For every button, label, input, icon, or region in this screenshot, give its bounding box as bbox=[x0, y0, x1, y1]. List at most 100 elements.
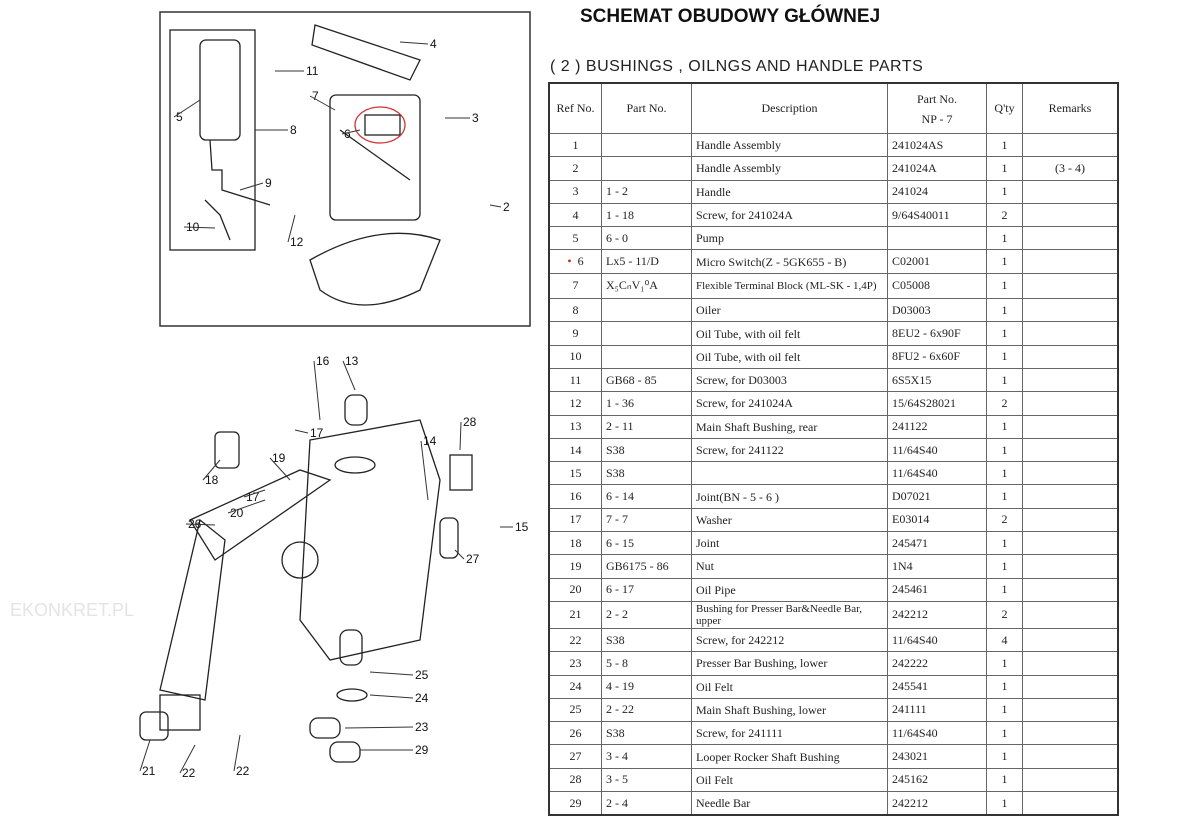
ref-no-text: 13 bbox=[569, 419, 582, 434]
description-text: Main Shaft Bushing, lower bbox=[696, 702, 826, 717]
cell-quantity: 1 bbox=[986, 721, 1023, 746]
cell-description: Screw, for 242212 bbox=[691, 627, 888, 653]
callout-label: 3 bbox=[472, 111, 479, 125]
part-no-text: 7 - 7 bbox=[606, 512, 628, 527]
np7-part-no-text: C02001 bbox=[892, 254, 931, 269]
cell-np7-part-no: 241111 bbox=[887, 697, 987, 723]
cell-part-no: 4 - 19 bbox=[601, 674, 692, 699]
cell-ref-no: 13 bbox=[548, 414, 602, 439]
cell-quantity: 1 bbox=[986, 437, 1023, 463]
marker-dot: • bbox=[567, 254, 572, 269]
cell-quantity: 1 bbox=[986, 744, 1023, 769]
ref-no-text: 1 bbox=[572, 137, 579, 152]
cell-np7-part-no: 241024AS bbox=[887, 132, 987, 158]
leader-line bbox=[287, 214, 296, 243]
ref-no-text: 2 bbox=[572, 160, 579, 175]
ref-no-text: 16 bbox=[569, 489, 582, 504]
ref-no-text: 25 bbox=[569, 702, 582, 717]
callout-label: 24 bbox=[415, 691, 429, 705]
part-no-text: S38 bbox=[606, 442, 625, 457]
cell-description: Presser Bar Bushing, lower bbox=[691, 651, 888, 676]
cell-quantity: 2 bbox=[986, 391, 1023, 416]
callout-label: 20 bbox=[230, 506, 244, 520]
part-no-text: 6 - 14 bbox=[606, 489, 634, 504]
np7-part-no-text: C05008 bbox=[892, 278, 931, 293]
cell-np7-part-no: 241024 bbox=[887, 179, 987, 204]
cell-description: Oil Tube, with oil felt bbox=[691, 344, 888, 369]
cell-remarks bbox=[1022, 202, 1119, 228]
cell-np7-part-no: 241024A bbox=[887, 156, 987, 181]
ref-no-text: 21 bbox=[569, 607, 582, 622]
ref-no-text: 23 bbox=[569, 655, 582, 670]
callout-label: 28 bbox=[463, 415, 477, 429]
cell-ref-no: 25 bbox=[548, 697, 602, 723]
cell-part-no: 2 - 11 bbox=[601, 414, 692, 439]
cell-description: Oil Tube, with oil felt bbox=[691, 321, 888, 346]
np7-part-no-text: 242222 bbox=[892, 655, 928, 670]
np7-part-no-text: 1N4 bbox=[892, 558, 913, 573]
callout-label: 2 bbox=[503, 200, 510, 214]
part-no-text: 2 - 2 bbox=[606, 607, 628, 622]
cell-quantity: 1 bbox=[986, 179, 1023, 204]
callout-label: 4 bbox=[430, 37, 437, 51]
part-no-text: GB68 - 85 bbox=[606, 372, 657, 387]
leader-line bbox=[183, 226, 216, 229]
description-text: Oil Pipe bbox=[696, 582, 736, 597]
callout-label: 27 bbox=[466, 552, 480, 566]
cell-part-no: S38 bbox=[601, 721, 692, 746]
description-text: Screw, for 241122 bbox=[696, 443, 784, 457]
cell-part-no: 6 - 17 bbox=[601, 577, 692, 602]
ref-no-text: 11 bbox=[569, 372, 582, 387]
part-no-text: 5 - 8 bbox=[606, 655, 628, 670]
cell-np7-part-no: 6S5X15 bbox=[887, 367, 987, 393]
cell-part-no: 3 - 4 bbox=[601, 744, 692, 769]
callout-label: 17 bbox=[246, 490, 260, 504]
description-text: Screw, for 241024A bbox=[696, 396, 793, 411]
leader-line bbox=[173, 99, 201, 118]
quantity-text: 1 bbox=[1001, 655, 1008, 670]
cell-description: Flexible Terminal Block (ML-SK - 1,4P) bbox=[691, 272, 888, 300]
cell-remarks bbox=[1022, 484, 1119, 509]
leader-line bbox=[202, 459, 221, 481]
description-text: Screw, for 241024A bbox=[696, 208, 793, 223]
quantity-text: 1 bbox=[1001, 582, 1008, 597]
cell-np7-part-no: 245162 bbox=[887, 767, 987, 793]
cell-description: Washer bbox=[691, 507, 888, 533]
ref-no-text: 18 bbox=[569, 535, 582, 550]
header-desc: Description bbox=[691, 82, 888, 134]
cell-ref-no: 19 bbox=[548, 554, 602, 579]
cell-np7-part-no: C05008 bbox=[887, 272, 987, 300]
np7-part-no-text: 241024A bbox=[892, 160, 937, 175]
cell-part-no: 5 - 8 bbox=[601, 651, 692, 676]
description-text: Oil Tube, with oil felt bbox=[696, 326, 801, 341]
cell-ref-no: 16 bbox=[548, 484, 602, 509]
cell-ref-no: 23 bbox=[548, 651, 602, 676]
description-text: Handle Assembly bbox=[696, 161, 781, 176]
part-no-text: 2 - 11 bbox=[606, 419, 634, 434]
cell-remarks bbox=[1022, 344, 1119, 369]
description-text: Joint bbox=[696, 536, 720, 551]
np7-part-no-text: 11/64S40 bbox=[892, 465, 938, 480]
np7-part-no-text: 8FU2 - 6x60F bbox=[892, 349, 961, 364]
description-text: Main Shaft Bushing, rear bbox=[696, 419, 818, 434]
part-no-text: 1 - 2 bbox=[606, 184, 628, 199]
quantity-text: 1 bbox=[1001, 558, 1008, 573]
description-text: Oiler bbox=[696, 303, 721, 318]
leader-line bbox=[243, 489, 266, 498]
cell-remarks bbox=[1022, 367, 1119, 393]
np7-part-no-text: 245162 bbox=[892, 772, 928, 787]
description-text: Handle bbox=[696, 184, 731, 199]
ref-no-text: 9 bbox=[572, 326, 579, 341]
callout-label: 13 bbox=[345, 354, 359, 368]
cell-np7-part-no: 11/64S40 bbox=[887, 437, 987, 463]
cell-part-no: 3 - 5 bbox=[601, 767, 692, 793]
leader-line bbox=[341, 129, 361, 135]
quantity-text: 1 bbox=[1001, 254, 1008, 269]
cell-quantity: 1 bbox=[986, 767, 1023, 793]
np7-part-no-text: D03003 bbox=[892, 302, 931, 317]
